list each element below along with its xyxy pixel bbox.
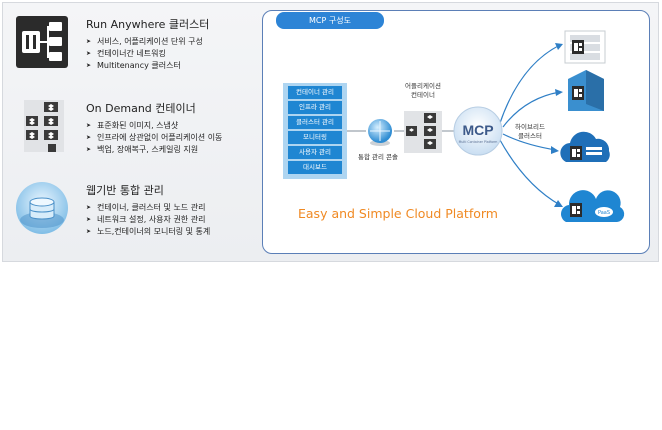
hub-label: MCP (462, 122, 493, 138)
database-icon (16, 182, 68, 234)
menu-item-infra: 인프라 관리 (288, 101, 342, 114)
bullet-item: 표준화된 이미지, 스냅샷 (86, 120, 222, 132)
diagram-title: MCP 구성도 (276, 12, 384, 29)
tagline: Easy and Simple Cloud Platform (298, 206, 498, 221)
container-stack-icon (24, 100, 64, 152)
bullet-item: 인프라에 상관없이 어플리케이션 이동 (86, 132, 222, 144)
bullet-item: 서비스, 어플리케이션 단위 구성 (86, 36, 203, 48)
bullet-item: 컨테이너, 클러스터 및 노드 관리 (86, 202, 210, 214)
feature-web-management: 웹기반 통합 관리 컨테이너, 클러스터 및 노드 관리 네트워크 설정, 사용… (14, 180, 254, 252)
bullet-item: 네트워크 설정, 사용자 권한 관리 (86, 214, 210, 226)
feature-title: Run Anywhere 클러스터 (86, 18, 210, 31)
cloud-icon (560, 131, 610, 162)
feature-title: On Demand 컨테이너 (86, 102, 196, 115)
feature-bullets: 서비스, 어플리케이션 단위 구성 컨테이너간 네트워킹 Multitenanc… (86, 36, 203, 72)
hybrid-cluster-label: 하이브리드 클러스터 (508, 123, 552, 141)
menu-item-container: 컨테이너 관리 (288, 86, 342, 99)
hybrid-label-line1: 하이브리드 (515, 123, 545, 131)
mcp-hub-icon: MCP Multi Container Platform (453, 106, 503, 156)
server-rack-icon (564, 30, 606, 64)
bullet-item: 컨테이너간 네트워킹 (86, 48, 203, 60)
console-globe-icon (368, 119, 392, 146)
bullet-item: 노드,컨테이너의 모니터링 및 통계 (86, 226, 210, 238)
feature-title: 웹기반 통합 관리 (86, 184, 164, 197)
arrow-heads (551, 43, 563, 207)
console-label: 통합 관리 콘솔 (358, 153, 399, 161)
cluster-icon (16, 16, 68, 68)
app-container-label-line2: 컨테이너 (411, 91, 435, 99)
datacenter-icon (568, 70, 604, 111)
menu-item-dashboard: 대시보드 (288, 161, 342, 174)
feature-run-anywhere: Run Anywhere 클러스터 서비스, 어플리케이션 단위 구성 컨테이너… (14, 14, 254, 86)
menu-item-monitoring: 모니터링 (288, 131, 342, 144)
paas-cloud-icon: PaaS (561, 190, 625, 222)
app-container-icon (404, 111, 442, 153)
app-container-label: 어플리케이션 컨테이너 (396, 82, 450, 100)
menu-item-user: 사용자 관리 (288, 146, 342, 159)
hybrid-label-line2: 클러스터 (518, 132, 542, 140)
hub-sublabel: Multi Container Platform (459, 140, 498, 144)
paas-badge: PaaS (598, 210, 610, 216)
feature-bullets: 표준화된 이미지, 스냅샷 인프라에 상관없이 어플리케이션 이동 백업, 장애… (86, 120, 222, 156)
connection-lines (347, 44, 561, 206)
app-container-label-line1: 어플리케이션 (405, 82, 441, 90)
menu-item-cluster: 클러스터 관리 (288, 116, 342, 129)
bullet-item: 백업, 장애복구, 스케일링 지원 (86, 144, 222, 156)
feature-on-demand: On Demand 컨테이너 표준화된 이미지, 스냅샷 인프라에 상관없이 어… (14, 98, 254, 170)
bullet-item: Multitenancy 클러스터 (86, 60, 203, 72)
feature-bullets: 컨테이너, 클러스터 및 노드 관리 네트워크 설정, 사용자 권한 관리 노드… (86, 202, 210, 238)
